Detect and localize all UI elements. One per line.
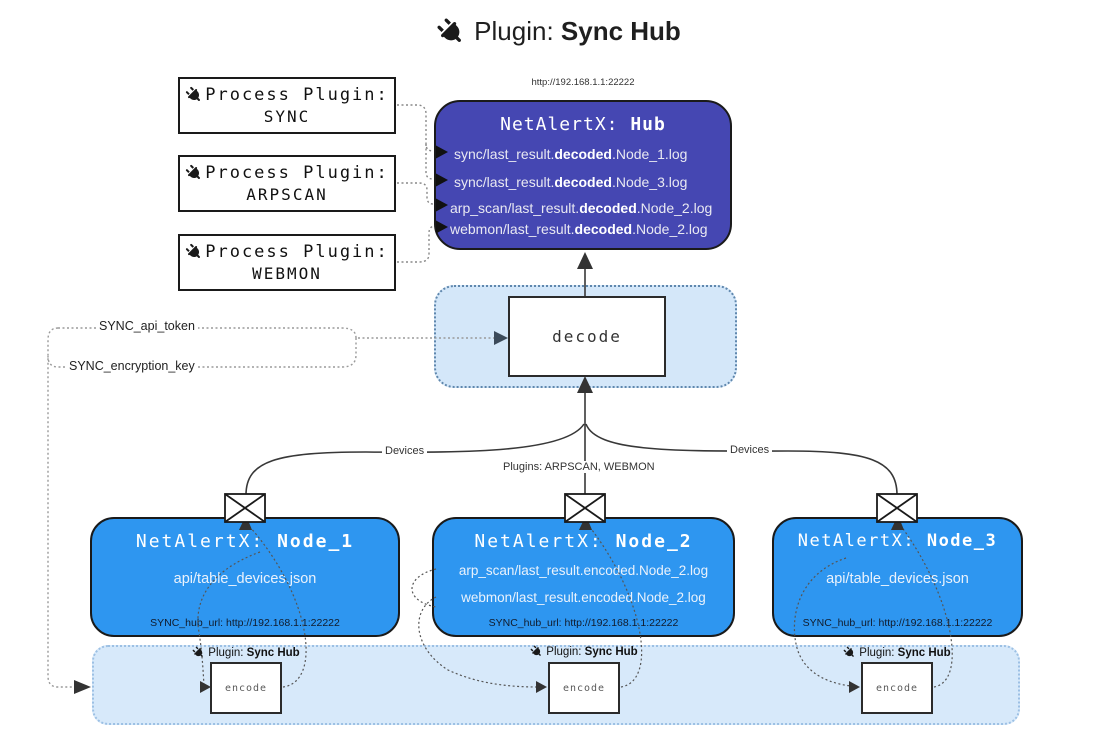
hub-log-line: sync/last_result.decoded.Node_3.log [454,174,688,190]
process-plugin-label: Process Plugin: [205,242,389,262]
hub-box: NetAlertX: Hub sync/last_result.decoded.… [434,100,732,250]
encode-box-1: encode [210,662,282,714]
sync-api-token-label: SYNC_api_token [96,319,198,333]
node-1-box: NetAlertX: Node_1 api/table_devices.json… [90,517,400,637]
encode-label-text: Plugin: Sync Hub [208,646,300,659]
title-bold: Sync Hub [560,16,681,46]
node-3-box: NetAlertX: Node_3 api/table_devices.json… [772,517,1023,637]
node-to-decode-curves [245,384,898,497]
process-plugin-webmon: Process Plugin: WEBMON [178,234,396,291]
plug-icon [185,86,204,104]
page-title-text: Plugin: Sync Hub [474,16,681,47]
encode-label-text: Plugin: Sync Hub [546,645,638,658]
node-hub-url: SYNC_hub_url: http://192.168.1.1:22222 [802,617,993,629]
process-plugin-label: Process Plugin: [205,85,389,105]
encode-unit-label: Plugin: Sync Hub [161,646,331,659]
node-title: NetAlertX: Node_2 [474,531,693,552]
edge-label-devices-left: Devices [382,445,428,457]
plug-icon [530,645,544,658]
plug-icon [436,16,467,47]
process-plugin-name: ARPSCAN [246,185,328,204]
plug-icon [192,646,206,659]
hub-log-line: sync/last_result.decoded.Node_1.log [454,146,688,162]
plug-icon [185,164,204,182]
process-plugin-label: Process Plugin: [205,163,389,183]
hub-log-line: arp_scan/last_result.decoded.Node_2.log [450,200,713,216]
hub-title: NetAlertX: Hub [436,114,730,135]
node-title: NetAlertX: Node_3 [797,531,998,551]
plug-icon [185,243,204,261]
process-plugin-name: WEBMON [252,264,322,283]
process-plugin-name: SYNC [263,107,311,126]
encode-label-text: Plugin: Sync Hub [859,646,951,659]
hub-log-line: webmon/last_result.decoded.Node_2.log [450,221,708,237]
process-plugin-arpscan: Process Plugin: ARPSCAN [178,155,396,212]
process-plugin-sync: Process Plugin: SYNC [178,77,396,134]
encode-box-2: encode [548,662,620,714]
encode-unit-label: Plugin: Sync Hub [499,645,669,658]
encode-unit-label: Plugin: Sync Hub [812,646,982,659]
page-title: Plugin: Sync Hub [0,16,1117,47]
node-hub-url: SYNC_hub_url: http://192.168.1.1:22222 [488,617,679,629]
node-file-line: arp_scan/last_result.encoded.Node_2.log [458,563,709,578]
hub-title-prefix: NetAlertX: [500,114,631,135]
encode-box-3: encode [861,662,933,714]
node-hub-url: SYNC_hub_url: http://192.168.1.1:22222 [150,617,340,629]
sync-encryption-key-label: SYNC_encryption_key [66,359,198,373]
process-plugin-connectors [397,104,435,263]
decode-box: decode [508,296,666,377]
hub-url-label: http://192.168.1.1:22222 [531,77,635,88]
edge-label-devices-right: Devices [727,444,773,456]
plug-icon [843,646,857,659]
hub-title-bold: Hub [630,114,666,135]
node-title: NetAlertX: Node_1 [135,531,355,552]
node-file-line: api/table_devices.json [173,571,317,587]
node-2-box: NetAlertX: Node_2 arp_scan/last_result.e… [432,517,735,637]
node-file-line: webmon/last_result.encoded.Node_2.log [461,590,706,605]
encode-panel-input-arrow [74,680,91,694]
node-file-line: api/table_devices.json [826,571,969,587]
title-prefix: Plugin: [474,16,561,46]
edge-label-plugins: Plugins: ARPSCAN, WEBMON [500,461,658,473]
hub-input-arrow [577,252,593,269]
